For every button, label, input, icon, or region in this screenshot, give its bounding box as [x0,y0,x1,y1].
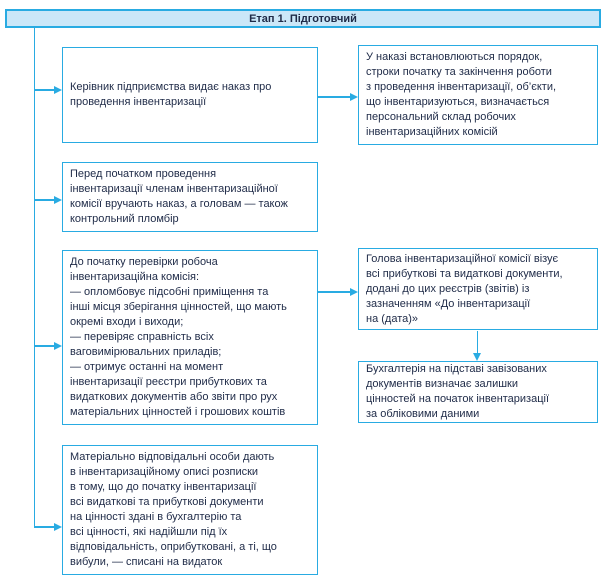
connector-branch-4 [34,526,55,528]
box-head-endorses: Голова інвентаризаційної комісії візує в… [358,248,598,330]
box-commission-actions-text: До початку перевірки робоча інвентаризац… [70,256,287,418]
arrowhead-down-icon [472,353,481,361]
arrowhead-right-icon [54,85,62,94]
box-head-endorses-text: Голова інвентаризаційної комісії візує в… [366,252,563,325]
box-accounting-balances-text: Бухгалтерія на підставі завізованих доку… [366,363,550,420]
box-order-contents: У наказі встановлюються порядок, строки … [358,45,598,145]
box-responsible-persons: Матеріально відповідальні особи дають в … [62,445,318,575]
arrowhead-right-icon [54,341,62,350]
arrowhead-right-icon [54,522,62,531]
connector-trunk [33,27,35,528]
connector-l3-to-r2 [318,291,350,293]
arrowhead-right-icon [54,195,62,204]
connector-branch-1 [34,89,55,91]
box-commission-actions: До початку перевірки робоча інвентаризац… [62,250,318,425]
connector-branch-3 [34,345,55,347]
box-accounting-balances: Бухгалтерія на підставі завізованих доку… [358,361,598,423]
stage-header: Етап 1. Підготовчий [5,9,601,28]
connector-l1-to-r1 [318,96,350,98]
arrowhead-right-icon [350,92,358,101]
connector-branch-2 [34,199,55,201]
box-director-order-text: Керівник підприємства видає наказ про пр… [70,81,272,108]
box-director-order: Керівник підприємства видає наказ про пр… [62,47,318,143]
arrowhead-right-icon [350,287,358,296]
box-handover-order-text: Перед початком проведення інвентаризації… [70,168,288,225]
box-order-contents-text: У наказі встановлюються порядок, строки … [366,51,557,138]
box-responsible-persons-text: Матеріально відповідальні особи дають в … [70,451,277,568]
box-handover-order: Перед початком проведення інвентаризації… [62,162,318,232]
stage-title: Етап 1. Підготовчий [249,12,357,25]
connector-r2-to-r3 [476,331,478,353]
